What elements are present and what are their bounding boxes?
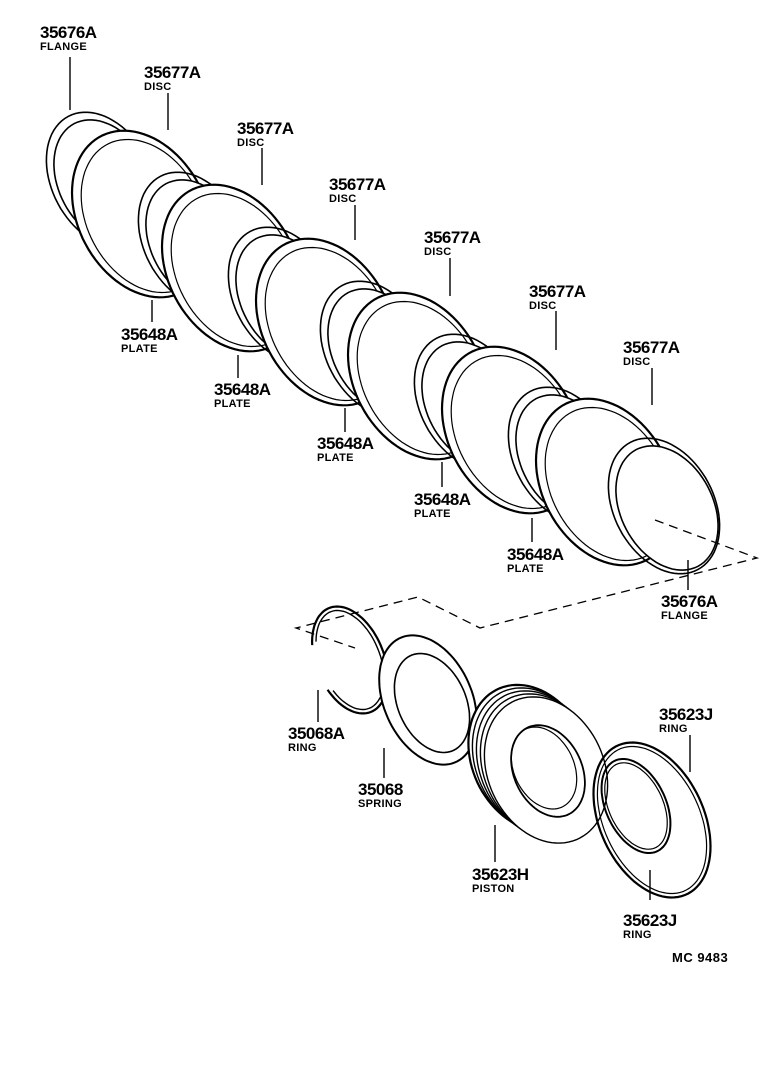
part-name: DISC: [329, 193, 357, 205]
part-name: DISC: [424, 246, 452, 258]
label-disc-5: 35677A DISC: [529, 283, 586, 312]
part-number: 35623H: [472, 865, 529, 884]
label-ring-outer: 35623J RING: [659, 706, 713, 735]
part-number: 35677A: [623, 338, 680, 357]
label-spring: 35068 SPRING: [358, 781, 403, 810]
part-number: 35677A: [424, 228, 481, 247]
part-number: 35623J: [659, 705, 713, 724]
part-name: PLATE: [414, 508, 451, 520]
part-name: PLATE: [121, 343, 158, 355]
part-name: DISC: [529, 300, 557, 312]
label-plate-5: 35648A PLATE: [507, 546, 564, 575]
flange-bottom-drawing: [608, 438, 721, 575]
label-flange-bottom: 35676A FLANGE: [661, 593, 718, 622]
ring-inner-drawing: [600, 758, 672, 854]
label-disc-4: 35677A DISC: [424, 229, 481, 258]
label-piston: 35623H PISTON: [472, 866, 529, 895]
part-number: 35648A: [414, 490, 471, 509]
part-name: PLATE: [214, 398, 251, 410]
part-number: 35676A: [661, 592, 718, 611]
part-number: 35648A: [214, 380, 271, 399]
ring-outer-drawing: [592, 741, 712, 899]
part-name: PLATE: [507, 563, 544, 575]
label-snap-ring: 35068A RING: [288, 725, 345, 754]
part-number: 35677A: [529, 282, 586, 301]
part-number: 35677A: [329, 175, 386, 194]
part-name: RING: [623, 929, 652, 941]
part-number: 35676A: [40, 23, 97, 42]
part-number: 35623J: [623, 911, 677, 930]
part-name: DISC: [237, 137, 265, 149]
label-disc-1: 35677A DISC: [144, 64, 201, 93]
part-name: SPRING: [358, 798, 402, 810]
part-number: 35648A: [507, 545, 564, 564]
piston-drawing: [467, 683, 609, 844]
assembly-guide-line: [293, 519, 760, 649]
part-name: FLANGE: [661, 610, 709, 622]
label-flange-top: 35676A FLANGE: [40, 24, 97, 53]
part-name: RING: [659, 723, 688, 735]
label-plate-4: 35648A PLATE: [414, 491, 471, 520]
label-ring-inner: 35623J RING: [623, 912, 677, 941]
part-name: PISTON: [472, 883, 515, 895]
label-plate-1: 35648A PLATE: [121, 326, 178, 355]
label-disc-2: 35677A DISC: [237, 120, 294, 149]
part-number: 35677A: [144, 63, 201, 82]
part-number: 35677A: [237, 119, 294, 138]
spring-drawing: [378, 634, 478, 766]
part-name: DISC: [144, 81, 172, 93]
diagram-code: MC 9483: [672, 950, 729, 965]
part-name: RING: [288, 742, 317, 754]
label-disc-3: 35677A DISC: [329, 176, 386, 205]
part-number: 35068: [358, 780, 403, 799]
label-disc-6: 35677A DISC: [623, 339, 680, 368]
part-number: 35648A: [121, 325, 178, 344]
snap-ring-drawing: [310, 605, 390, 715]
part-name: FLANGE: [40, 41, 88, 53]
label-plate-2: 35648A PLATE: [214, 381, 271, 410]
label-plate-3: 35648A PLATE: [317, 435, 374, 464]
part-name: DISC: [623, 356, 651, 368]
part-number: 35068A: [288, 724, 345, 743]
part-name: PLATE: [317, 452, 354, 464]
part-number: 35648A: [317, 434, 374, 453]
